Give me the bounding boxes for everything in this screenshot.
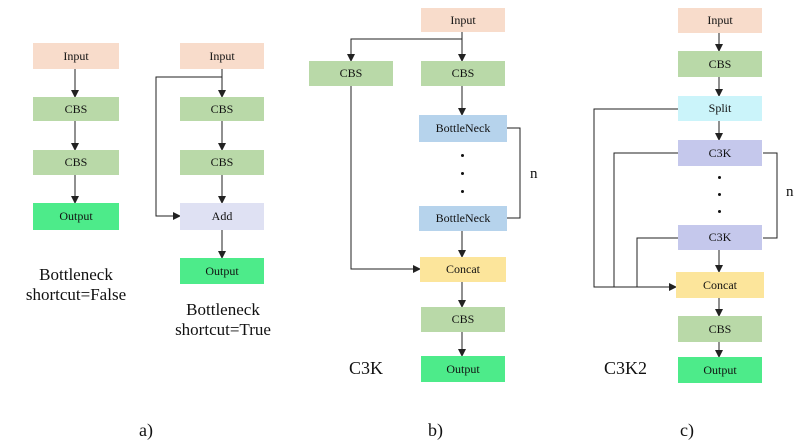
panel-label: Bottleneck shortcut=True <box>152 300 294 340</box>
input-node: Input <box>180 43 264 69</box>
repeat-bracket <box>506 127 521 219</box>
cbs-node: CBS <box>180 97 264 121</box>
panel-label-line: shortcut=True <box>175 320 271 339</box>
panel-label-line: shortcut=False <box>25 285 127 304</box>
ellipsis-dot <box>461 154 464 157</box>
c3k-node: C3K <box>678 225 762 250</box>
input-node: Input <box>33 43 119 69</box>
concat-node: Concat <box>676 272 764 298</box>
panel-title: C3K2 <box>604 358 648 378</box>
panel-label-line: Bottleneck <box>186 300 260 319</box>
ellipsis-dot <box>461 172 464 175</box>
c3k-bottom-skip-connection <box>636 237 678 287</box>
ellipsis-dot <box>461 190 464 193</box>
split-skip-connection <box>593 108 678 291</box>
cbs-node: CBS <box>180 150 264 175</box>
cbs-node: CBS <box>678 316 762 342</box>
input-node: Input <box>421 8 505 32</box>
input-node: Input <box>678 8 762 33</box>
add-node: Add <box>180 203 264 230</box>
cbs-node: CBS <box>678 51 762 77</box>
panel-label-line: Bottleneck <box>39 265 113 284</box>
arrow-cbs-left-to-concat <box>350 86 421 273</box>
cbs-node: CBS <box>421 61 505 86</box>
bottleneck-node: BottleNeck <box>419 115 507 142</box>
caption-a: a) <box>139 420 153 440</box>
repeat-bracket <box>763 152 778 239</box>
cbs-node: CBS <box>309 61 393 86</box>
c3k-node: C3K <box>678 140 762 166</box>
output-node: Output <box>33 203 119 230</box>
arrow-input-to-cbs-left <box>347 32 463 62</box>
ellipsis-dot <box>718 193 721 196</box>
c3k-top-skip-connection <box>613 152 678 287</box>
output-node: Output <box>180 258 264 284</box>
cbs-node: CBS <box>33 97 119 121</box>
panel-title: C3K <box>349 358 384 378</box>
bottleneck-node: BottleNeck <box>419 206 507 231</box>
repeat-count-label: n <box>786 184 794 200</box>
caption-c: c) <box>680 420 694 440</box>
ellipsis-dot <box>718 176 721 179</box>
cbs-node: CBS <box>421 307 505 332</box>
output-node: Output <box>421 356 505 382</box>
ellipsis-dot <box>718 210 721 213</box>
caption-b: b) <box>428 420 443 440</box>
shortcut-connection <box>155 76 222 220</box>
cbs-node: CBS <box>33 150 119 175</box>
split-node: Split <box>678 96 762 121</box>
concat-node: Concat <box>420 257 506 282</box>
panel-label: Bottleneck shortcut=False <box>10 265 142 305</box>
output-node: Output <box>678 357 762 383</box>
repeat-count-label: n <box>530 166 538 182</box>
